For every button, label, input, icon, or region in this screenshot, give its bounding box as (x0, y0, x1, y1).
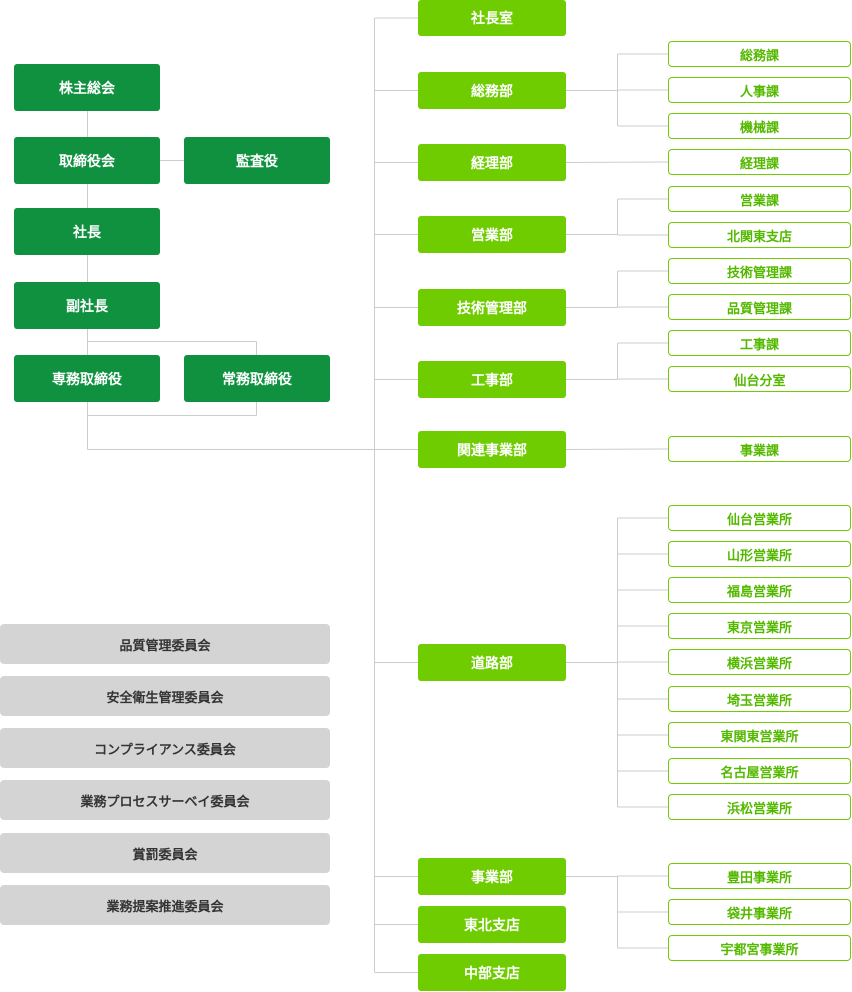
section-box: 東京営業所 (668, 613, 851, 639)
committee-box: 業務プロセスサーベイ委員会 (0, 780, 330, 820)
managing-director-box: 常務取締役 (184, 355, 330, 402)
section-box: 福島営業所 (668, 577, 851, 603)
section-box: 浜松営業所 (668, 794, 851, 820)
board-of-directors-box: 取締役会 (14, 137, 160, 184)
committee-box: 業務提案推進委員会 (0, 885, 330, 925)
section-box: 仙台分室 (668, 366, 851, 392)
section-box: 豊田事業所 (668, 863, 851, 889)
section-box: 技術管理課 (668, 258, 851, 284)
section-box: 総務課 (668, 41, 851, 67)
connector-line (565, 448, 669, 450)
president-box: 社長 (14, 208, 160, 255)
committee-box: コンプライアンス委員会 (0, 728, 330, 768)
department-box: 営業部 (418, 216, 566, 253)
senior-managing-director-box: 専務取締役 (14, 355, 160, 402)
department-box: 東北支店 (418, 906, 566, 943)
section-box: 宇都宮事業所 (668, 935, 851, 961)
auditor-box: 監査役 (184, 137, 330, 184)
section-box: 山形営業所 (668, 541, 851, 567)
section-box: 品質管理課 (668, 294, 851, 320)
section-box: 仙台営業所 (668, 505, 851, 531)
vice-president-box: 副社長 (14, 282, 160, 329)
department-box: 中部支店 (418, 954, 566, 991)
section-box: 事業課 (668, 436, 851, 462)
committee-box: 賞罰委員会 (0, 833, 330, 873)
department-box: 道路部 (418, 644, 566, 681)
committee-box: 安全衛生管理委員会 (0, 676, 330, 716)
department-box: 事業部 (418, 858, 566, 895)
department-box: 経理部 (418, 144, 566, 181)
department-box: 総務部 (418, 72, 566, 109)
shareholders-meeting-box: 株主総会 (14, 64, 160, 111)
section-box: 埼玉営業所 (668, 686, 851, 712)
department-box: 技術管理部 (418, 289, 566, 326)
section-box: 機械課 (668, 113, 851, 139)
section-box: 営業課 (668, 186, 851, 212)
department-box: 工事部 (418, 361, 566, 398)
section-box: 北関東支店 (668, 222, 851, 248)
section-box: 袋井事業所 (668, 899, 851, 925)
section-box: 名古屋営業所 (668, 758, 851, 784)
section-box: 横浜営業所 (668, 649, 851, 675)
section-box: 工事課 (668, 330, 851, 356)
committee-box: 品質管理委員会 (0, 624, 330, 664)
section-box: 東関東営業所 (668, 722, 851, 748)
connector-line (565, 161, 669, 163)
department-box: 関連事業部 (418, 431, 566, 468)
section-box: 経理課 (668, 149, 851, 175)
department-box: 社長室 (418, 0, 566, 36)
section-box: 人事課 (668, 77, 851, 103)
